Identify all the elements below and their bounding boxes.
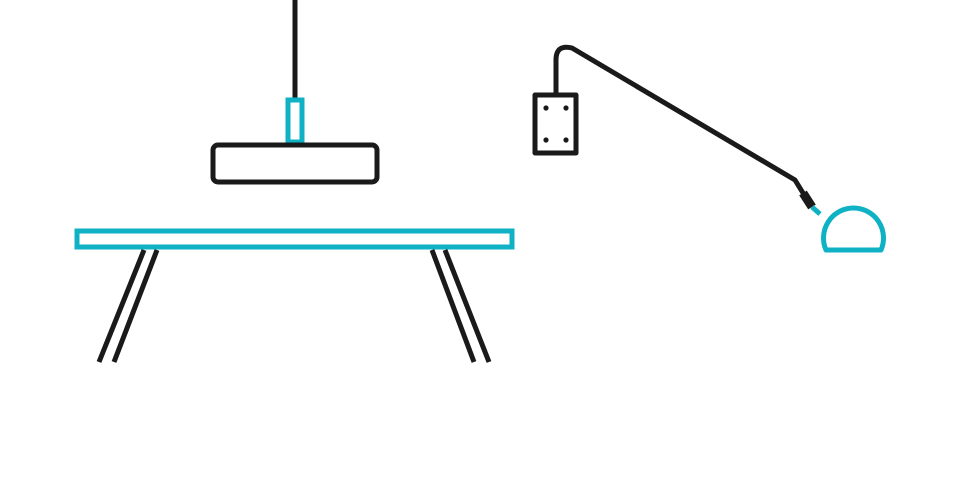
- mount-screw: [543, 137, 549, 143]
- mount-screw: [543, 105, 549, 111]
- table-leg-right-inner: [442, 249, 492, 363]
- table-leg-right-outer: [429, 249, 477, 363]
- mount-screw: [563, 105, 569, 111]
- table-leg-left-outer: [96, 249, 147, 363]
- wall-lamp-neck: [810, 205, 822, 216]
- table-icon: [74, 228, 515, 363]
- wall-lamp-arm: [553, 44, 806, 196]
- mount-screw: [563, 137, 569, 143]
- table-leg-left-inner: [111, 249, 160, 363]
- table-top: [74, 228, 515, 250]
- pendant-connector: [285, 97, 305, 145]
- wall-lamp-icon: [532, 44, 886, 253]
- wall-lamp-shade: [821, 205, 886, 253]
- wall-lamp-mount: [532, 92, 579, 156]
- pendant-shade: [210, 142, 380, 185]
- pendant-lamp-icon: [210, 0, 380, 185]
- wall-lamp-joint: [799, 190, 816, 210]
